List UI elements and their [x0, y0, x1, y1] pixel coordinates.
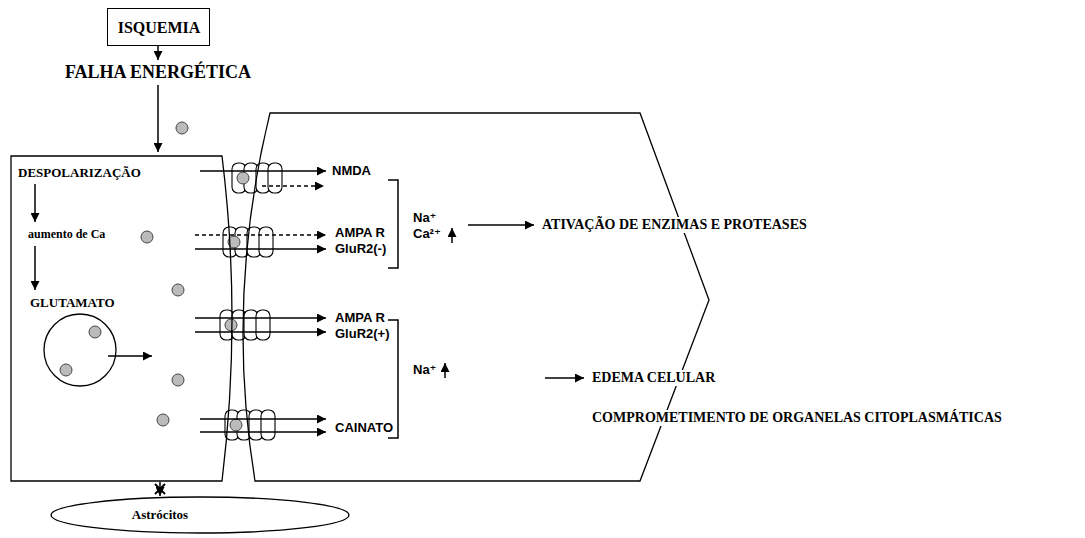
- postsynaptic-neuron-outline: [220, 112, 710, 482]
- process-step: aumento de Ca: [28, 227, 105, 241]
- flow-arrow: [444, 363, 446, 378]
- flow-arrow: [157, 46, 159, 60]
- text-holder: NMDA: [332, 163, 371, 179]
- ion-label: Na⁺: [413, 362, 436, 378]
- flow-arrow: [108, 355, 152, 357]
- flow-arrow: [35, 46, 584, 378]
- text-holder: Na⁺ Ca²⁺: [413, 210, 453, 241]
- ion-flow-arrow: [200, 431, 326, 432]
- text-holder: aumento de Ca: [28, 227, 105, 241]
- bracket: [388, 180, 398, 268]
- synaptic-vesicle: [44, 314, 116, 386]
- ion-flow-arrow: [195, 248, 326, 249]
- receptor-channel: [256, 310, 270, 340]
- ion-flow-arrow: [195, 171, 326, 432]
- astrocyte: Astrócitos: [50, 496, 350, 534]
- text-holder: AMPA R GluR2(+): [335, 310, 407, 341]
- glutamate-dot: [172, 374, 184, 386]
- glutamate-dot: [225, 319, 237, 331]
- stage-label: FALHA ENERGÉTICA: [63, 62, 253, 84]
- ion-label: Na⁺ Ca²⁺: [413, 210, 453, 241]
- flow-arrow: [34, 246, 36, 290]
- flow-connector: [159, 482, 161, 496]
- ion-flow-arrow: [195, 317, 326, 318]
- effect-label: EDEMA CELULAR: [590, 370, 717, 387]
- presynaptic-neuron-outline: [10, 155, 242, 482]
- ion-flow-arrow: [200, 170, 326, 171]
- glutamate-dot: [89, 326, 101, 338]
- postsynaptic-neuron: NMDA AMPA R GluR2(-) AMPA R GluR2(+) CAINAT…: [220, 112, 710, 482]
- ion-flow-arrow: [262, 185, 324, 186]
- text-holder: EDEMA CELULAR: [590, 370, 717, 387]
- text-holder: ATIVAÇÃO DE ENZIMAS E PROTEASES: [540, 217, 809, 234]
- flow-arrow: [451, 228, 453, 243]
- text-holder: GLUTAMATO: [30, 295, 115, 311]
- receptor-channel: [261, 410, 275, 440]
- astrocyte-outline: [50, 496, 350, 534]
- text-holder: Astrócitos: [132, 507, 188, 523]
- bracket: [388, 180, 398, 438]
- glutamate-dot: [176, 122, 188, 134]
- presynaptic-neuron: DESPOLARIZAÇÃO aumento de Ca GLUTAMATO: [10, 155, 242, 482]
- synaptic-vesicle: [44, 314, 116, 386]
- ion-flow-arrow: [195, 331, 326, 332]
- presynaptic-neuron-outline: [11, 156, 232, 481]
- receptor-name: CAINATO: [335, 420, 393, 436]
- ion-flow-arrow: [195, 234, 326, 235]
- cause-box: ISQUEMIA: [107, 8, 210, 46]
- glutamate-dot: [230, 419, 242, 431]
- glutamate-dot: [141, 231, 153, 243]
- box-title: ISQUEMIA: [118, 18, 201, 37]
- process-step: DESPOLARIZAÇÃO: [18, 165, 141, 181]
- receptor-name: AMPA R GluR2(+): [335, 310, 407, 341]
- cell-name: Astrócitos: [132, 507, 188, 523]
- glutamate-dot: [60, 364, 72, 376]
- flow-arrow: [545, 377, 584, 379]
- text-holder: Na⁺: [413, 362, 436, 378]
- receptor-name: AMPA R GluR2(-): [335, 225, 407, 256]
- flow-arrow: [157, 85, 159, 152]
- text-holder: COMPROMETIMENTO DE ORGANELAS CITOPLASMÁT…: [590, 410, 1004, 427]
- effect-label: ATIVAÇÃO DE ENZIMAS E PROTEASES: [540, 217, 809, 234]
- glutamate-dot: [157, 414, 169, 426]
- receptor-channel: [259, 227, 273, 257]
- effect-label: COMPROMETIMENTO DE ORGANELAS CITOPLASMÁT…: [590, 410, 1004, 427]
- flow-arrow: [34, 184, 36, 222]
- ion-flow-arrow: [200, 418, 326, 419]
- process-step: GLUTAMATO: [30, 295, 115, 311]
- text-holder: ISQUEMIA: [118, 18, 201, 37]
- glutamate-dot: [237, 172, 249, 184]
- glutamate-dot: [172, 284, 184, 296]
- receptor-channel: [268, 163, 282, 193]
- receptor-name: NMDA: [332, 163, 371, 179]
- text-holder: DESPOLARIZAÇÃO: [18, 165, 141, 181]
- text-holder: CAINATO: [335, 420, 393, 436]
- text-holder: AMPA R GluR2(-): [335, 225, 407, 256]
- flow-arrow: [468, 224, 534, 226]
- text-holder: FALHA ENERGÉTICA: [63, 62, 253, 84]
- astrocyte-outline: [51, 497, 349, 533]
